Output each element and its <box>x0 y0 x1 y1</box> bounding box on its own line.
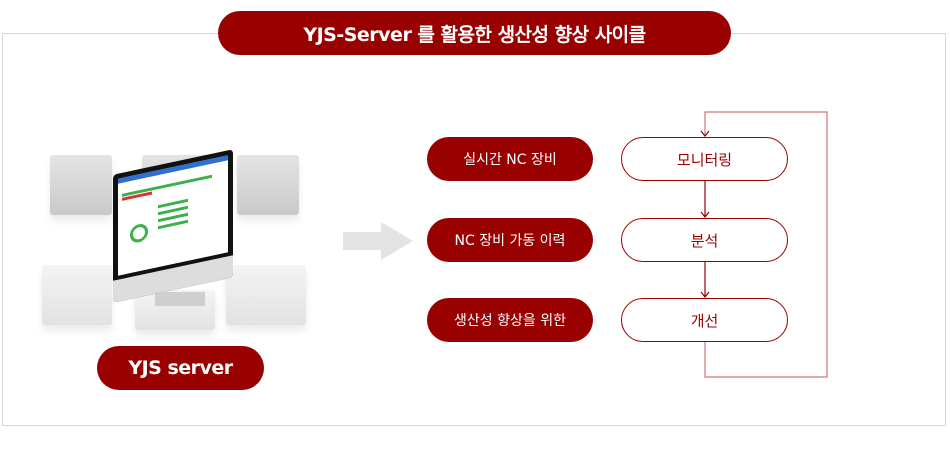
monitor-stand <box>155 292 205 306</box>
cnc-machine <box>42 265 112 325</box>
cycle-step-improvement: 개선 <box>621 298 788 342</box>
right-arrow-icon <box>343 222 413 260</box>
cnc-machine <box>237 155 299 215</box>
loop-line <box>704 111 828 378</box>
cycle-step-monitoring: 모니터링 <box>621 137 788 181</box>
server-label: YJS server <box>97 346 264 390</box>
cnc-machine <box>226 265 306 325</box>
input-productivity: 생산성 향상을 위한 <box>427 298 593 342</box>
cycle-step-analysis: 분석 <box>621 218 788 262</box>
diagram-title: YJS-Server 를 활용한 생산성 향상 사이클 <box>218 11 731 55</box>
input-nc-history: NC 장비 가동 이력 <box>427 218 593 262</box>
cnc-machine <box>50 155 112 215</box>
input-realtime-nc: 실시간 NC 장비 <box>427 137 593 181</box>
